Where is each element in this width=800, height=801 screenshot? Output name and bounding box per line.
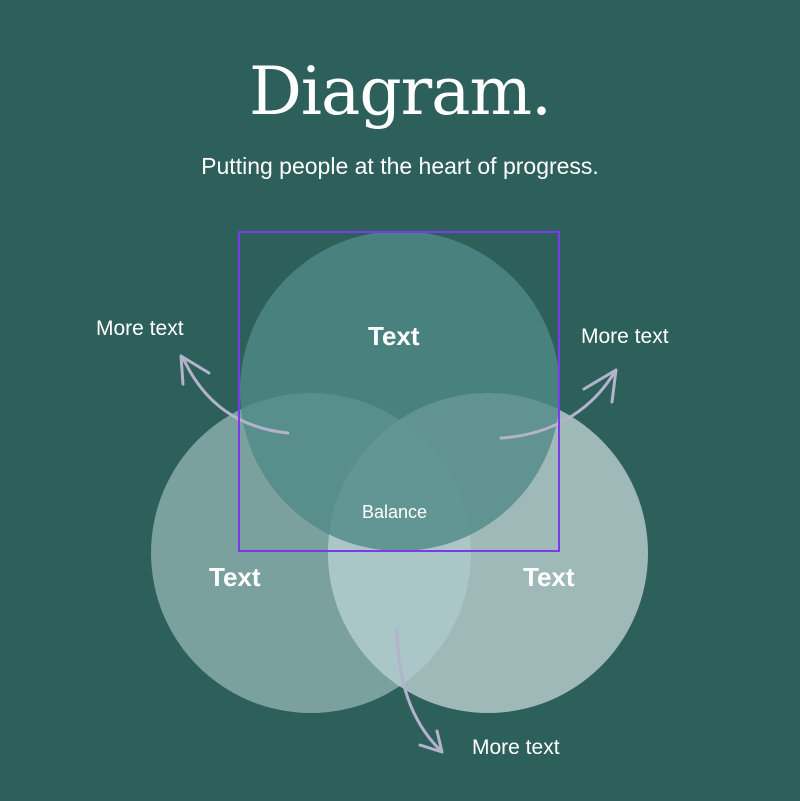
right-circle-label: Text — [523, 562, 575, 592]
center-label: Balance — [362, 502, 428, 522]
arrow-right-icon — [499, 368, 618, 440]
arrow-left-icon — [179, 354, 290, 435]
left-circle-label: Text — [209, 562, 261, 592]
top-circle[interactable] — [240, 231, 560, 551]
top-circle-label: Text — [368, 321, 420, 351]
callout-left: More text — [96, 317, 184, 340]
callout-right: More text — [581, 325, 669, 348]
arrow-bottom-icon — [395, 628, 444, 754]
selection-box[interactable] — [238, 231, 560, 552]
page-title: Diagram. — [248, 53, 552, 130]
callout-bottom: More text — [472, 736, 560, 759]
page-subtitle: Putting people at the heart of progress. — [201, 153, 599, 179]
